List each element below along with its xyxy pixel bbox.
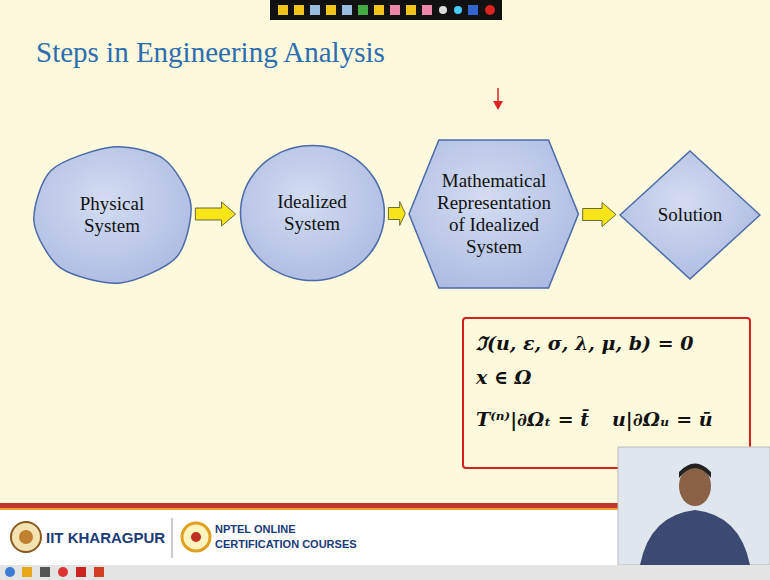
decision-diamond	[620, 151, 760, 279]
node-label: Mathematical Representation of Idealized…	[427, 170, 561, 258]
toolbar	[270, 0, 502, 20]
highlight-box	[463, 318, 750, 468]
block-arrow	[583, 203, 616, 227]
block-arrow	[195, 202, 235, 226]
pointer-arrow	[493, 88, 503, 110]
taskbar	[0, 565, 770, 580]
institute-name: IIT KHARAGPUR	[46, 529, 165, 546]
process-node: Physical System	[32, 145, 193, 285]
equation: ℑ(u, ε, σ, λ, μ, b) = 0	[476, 330, 693, 356]
slide-title: Steps in Engineering Analysis	[36, 36, 385, 69]
footer-divider	[172, 518, 173, 558]
decision-diamond: Solution	[619, 150, 761, 280]
circle-shape	[240, 146, 384, 281]
iit-logo	[11, 522, 41, 552]
node-label: Solution	[658, 204, 722, 226]
equation: u|∂Ωᵤ = ū	[612, 408, 713, 430]
node-label: Physical System	[57, 193, 167, 237]
blob-shape	[33, 147, 190, 283]
hexagon-shape	[409, 140, 578, 288]
webcam-video	[618, 447, 770, 565]
course-name: NPTEL ONLINE CERTIFICATION COURSES	[215, 522, 365, 552]
process-node: Mathematical Representation of Idealized…	[408, 139, 579, 289]
node-label: Idealized System	[262, 191, 362, 235]
block-arrow	[388, 202, 405, 226]
equation: T⁽ⁿ⁾|∂Ωₜ = t̄	[476, 408, 589, 430]
equation: x ∈ Ω	[476, 366, 532, 388]
taskbar-icons	[5, 567, 104, 577]
toolbar-icons	[278, 5, 495, 15]
nptel-logo	[182, 523, 210, 551]
process-node: Idealized System	[239, 144, 386, 282]
